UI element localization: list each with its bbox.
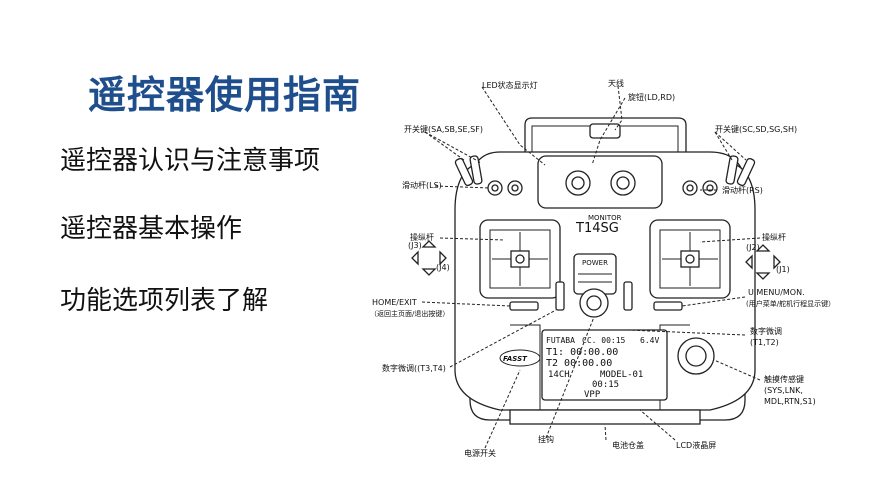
fasst-logo (499, 349, 541, 367)
screen-line6: VPP (584, 390, 601, 400)
switch-left-1 (454, 157, 474, 187)
power-text: POWER (582, 259, 608, 267)
label-antenna: 天线 (608, 78, 624, 88)
label-knob: 旋钮(LD,RD) (628, 92, 675, 102)
label-j2: (J2) (746, 243, 760, 252)
label-j1: (J1) (776, 265, 790, 274)
label-switch-right: 开关键(SC,SD,SG,SH) (715, 124, 797, 134)
label-umenu: U.MENU/MON. (748, 288, 805, 297)
bottom-base (509, 409, 701, 425)
label-j4: (J4) (436, 263, 450, 272)
label-trim-left: 数字微调((T3,T4) (382, 363, 446, 373)
screen-line1-right: 6.4V (640, 336, 659, 345)
switch-left-2 (469, 155, 483, 185)
label-slider-left: 滑动杆(LS) (402, 180, 442, 190)
label-stick-left: 操纵杆 (410, 232, 434, 242)
screen-line4-left: 14CH (548, 370, 570, 380)
label-battery: 电池仓盖 (612, 440, 644, 450)
menu-item-function-list[interactable]: 功能选项列表了解 (60, 286, 269, 316)
trim-left-horizontal (509, 301, 539, 311)
label-switch-left: 开关键(SA,SB,SE,SF) (404, 124, 483, 134)
label-trim-right: 数字微调 (750, 326, 782, 336)
label-slider-right: 滑动杆(RS) (722, 185, 763, 195)
label-hook: 挂钩 (538, 434, 554, 444)
page-title: 遥控器使用指南 (88, 73, 362, 117)
label-touch: 触摸传感键 (764, 374, 804, 384)
label-led: LED状态显示灯 (482, 80, 538, 90)
antenna (524, 117, 687, 160)
screen-line2: T1: 00:00.00 (546, 347, 618, 358)
trim-right-horizontal (653, 301, 683, 311)
menu-item-recognition[interactable]: 遥控器认识与注意事项 (60, 146, 321, 176)
screen-line4-right: MODEL-01 (600, 370, 643, 380)
screen-line3: T2 00:00.00 (546, 358, 612, 369)
transmitter-drawing: MONITOR T14SG POWER FUTABA CC. 00:15 6.4… (370, 78, 835, 458)
antenna-base (589, 123, 621, 139)
label-touch-codes-2: MDL,RTN,S1) (764, 397, 816, 406)
label-j3: (J3) (408, 241, 422, 250)
menu-item-basic-operation[interactable]: 遥控器基本操作 (60, 214, 243, 244)
screen-line1-mid: CC. 00:15 (582, 336, 626, 345)
label-trim-right-codes: (T1,T2) (750, 338, 779, 347)
lcd-screen (541, 329, 668, 401)
label-touch-codes-1: (SYS,LNK, (764, 386, 803, 395)
switch-right-1 (725, 155, 739, 185)
label-power-switch: 电源开关 (464, 448, 496, 458)
label-lcd: LCD液晶屏 (676, 440, 716, 450)
label-home-exit-desc: （返回主页面/退出按键） (370, 309, 449, 318)
knob-panel (537, 155, 663, 209)
monitor-text: MONITOR (588, 214, 622, 222)
switch-right-2 (736, 157, 756, 187)
trim-right-vertical (623, 281, 633, 311)
label-home-exit: HOME/EXIT (372, 298, 417, 307)
fasst-text: FASST (503, 355, 528, 363)
left-arrows-icon (411, 240, 447, 276)
screen-line5: 00:15 (592, 380, 619, 390)
screen-line1-left: FUTABA (546, 336, 575, 345)
transmitter-diagram: MONITOR T14SG POWER FUTABA CC. 00:15 6.4… (360, 70, 890, 495)
label-stick-right: 操纵杆 (762, 232, 786, 242)
trim-left-vertical (555, 281, 565, 311)
right-arrows-icon (745, 244, 781, 280)
label-umenu-desc: (用户菜单/舵机行程显示键） (746, 299, 835, 308)
model-name: T14SG (575, 221, 619, 236)
